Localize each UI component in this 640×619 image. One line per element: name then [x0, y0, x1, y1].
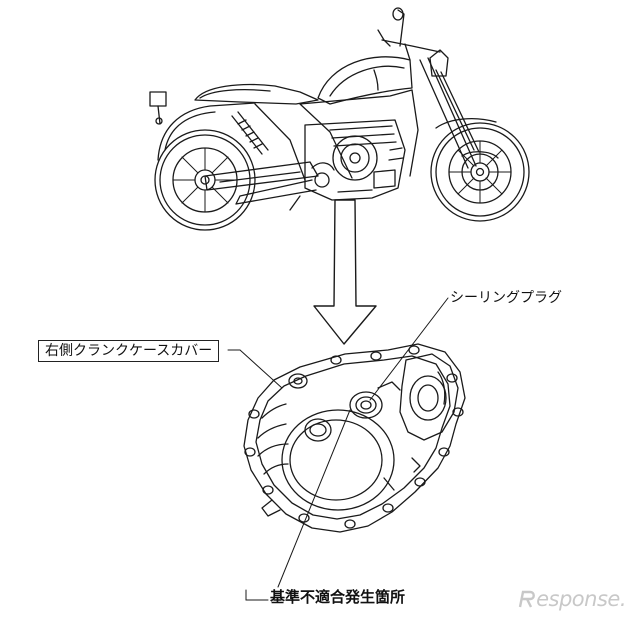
leader-lines [227, 297, 449, 601]
motorcycle-illustration [149, 7, 530, 231]
down-arrow-icon [313, 199, 377, 345]
crankcase-cover-label: 右側クランクケースカバー [38, 340, 220, 362]
sealing-plug-label: シーリングプラグ [450, 290, 562, 306]
cover-bolts [244, 345, 464, 529]
nonconformity-location-label: 基準不適合発生箇所 [270, 588, 406, 606]
response-r-logo-icon [518, 590, 536, 608]
crankcase-cover-illustration [243, 343, 466, 533]
front-wheel [430, 122, 530, 222]
response-watermark: esponse. [516, 587, 626, 611]
watermark-text: esponse. [536, 587, 626, 611]
rear-wheel [154, 129, 256, 231]
engine-block [304, 119, 406, 201]
